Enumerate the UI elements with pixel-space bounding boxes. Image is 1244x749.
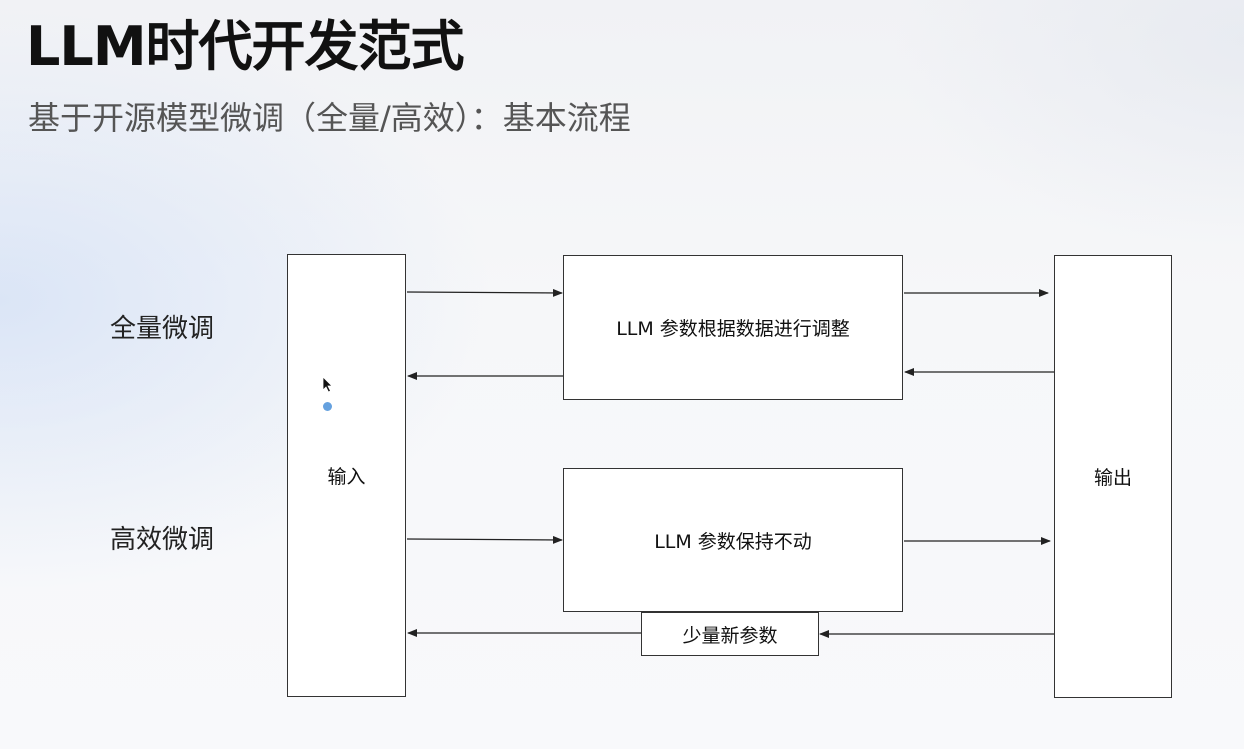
mouse-cursor-icon xyxy=(322,376,333,393)
slide-subtitle: 基于开源模型微调（全量/高效）：基本流程 xyxy=(28,99,631,137)
label-efficient-finetune: 高效微调 xyxy=(110,525,215,555)
click-indicator-dot xyxy=(323,402,332,411)
arrow-input-to-efficient xyxy=(406,535,563,544)
full-finetune-process-box: LLM 参数根据数据进行调整 xyxy=(563,255,903,400)
output-box: 输出 xyxy=(1054,255,1172,698)
input-box: 输入 xyxy=(287,254,406,697)
new-params-box: 少量新参数 xyxy=(641,612,819,656)
label-full-finetune: 全量微调 xyxy=(110,314,215,344)
arrow-input-to-full xyxy=(406,288,563,297)
slide-title: LLM时代开发范式 xyxy=(26,15,465,78)
efficient-finetune-process-box: LLM 参数保持不动 xyxy=(563,468,903,612)
